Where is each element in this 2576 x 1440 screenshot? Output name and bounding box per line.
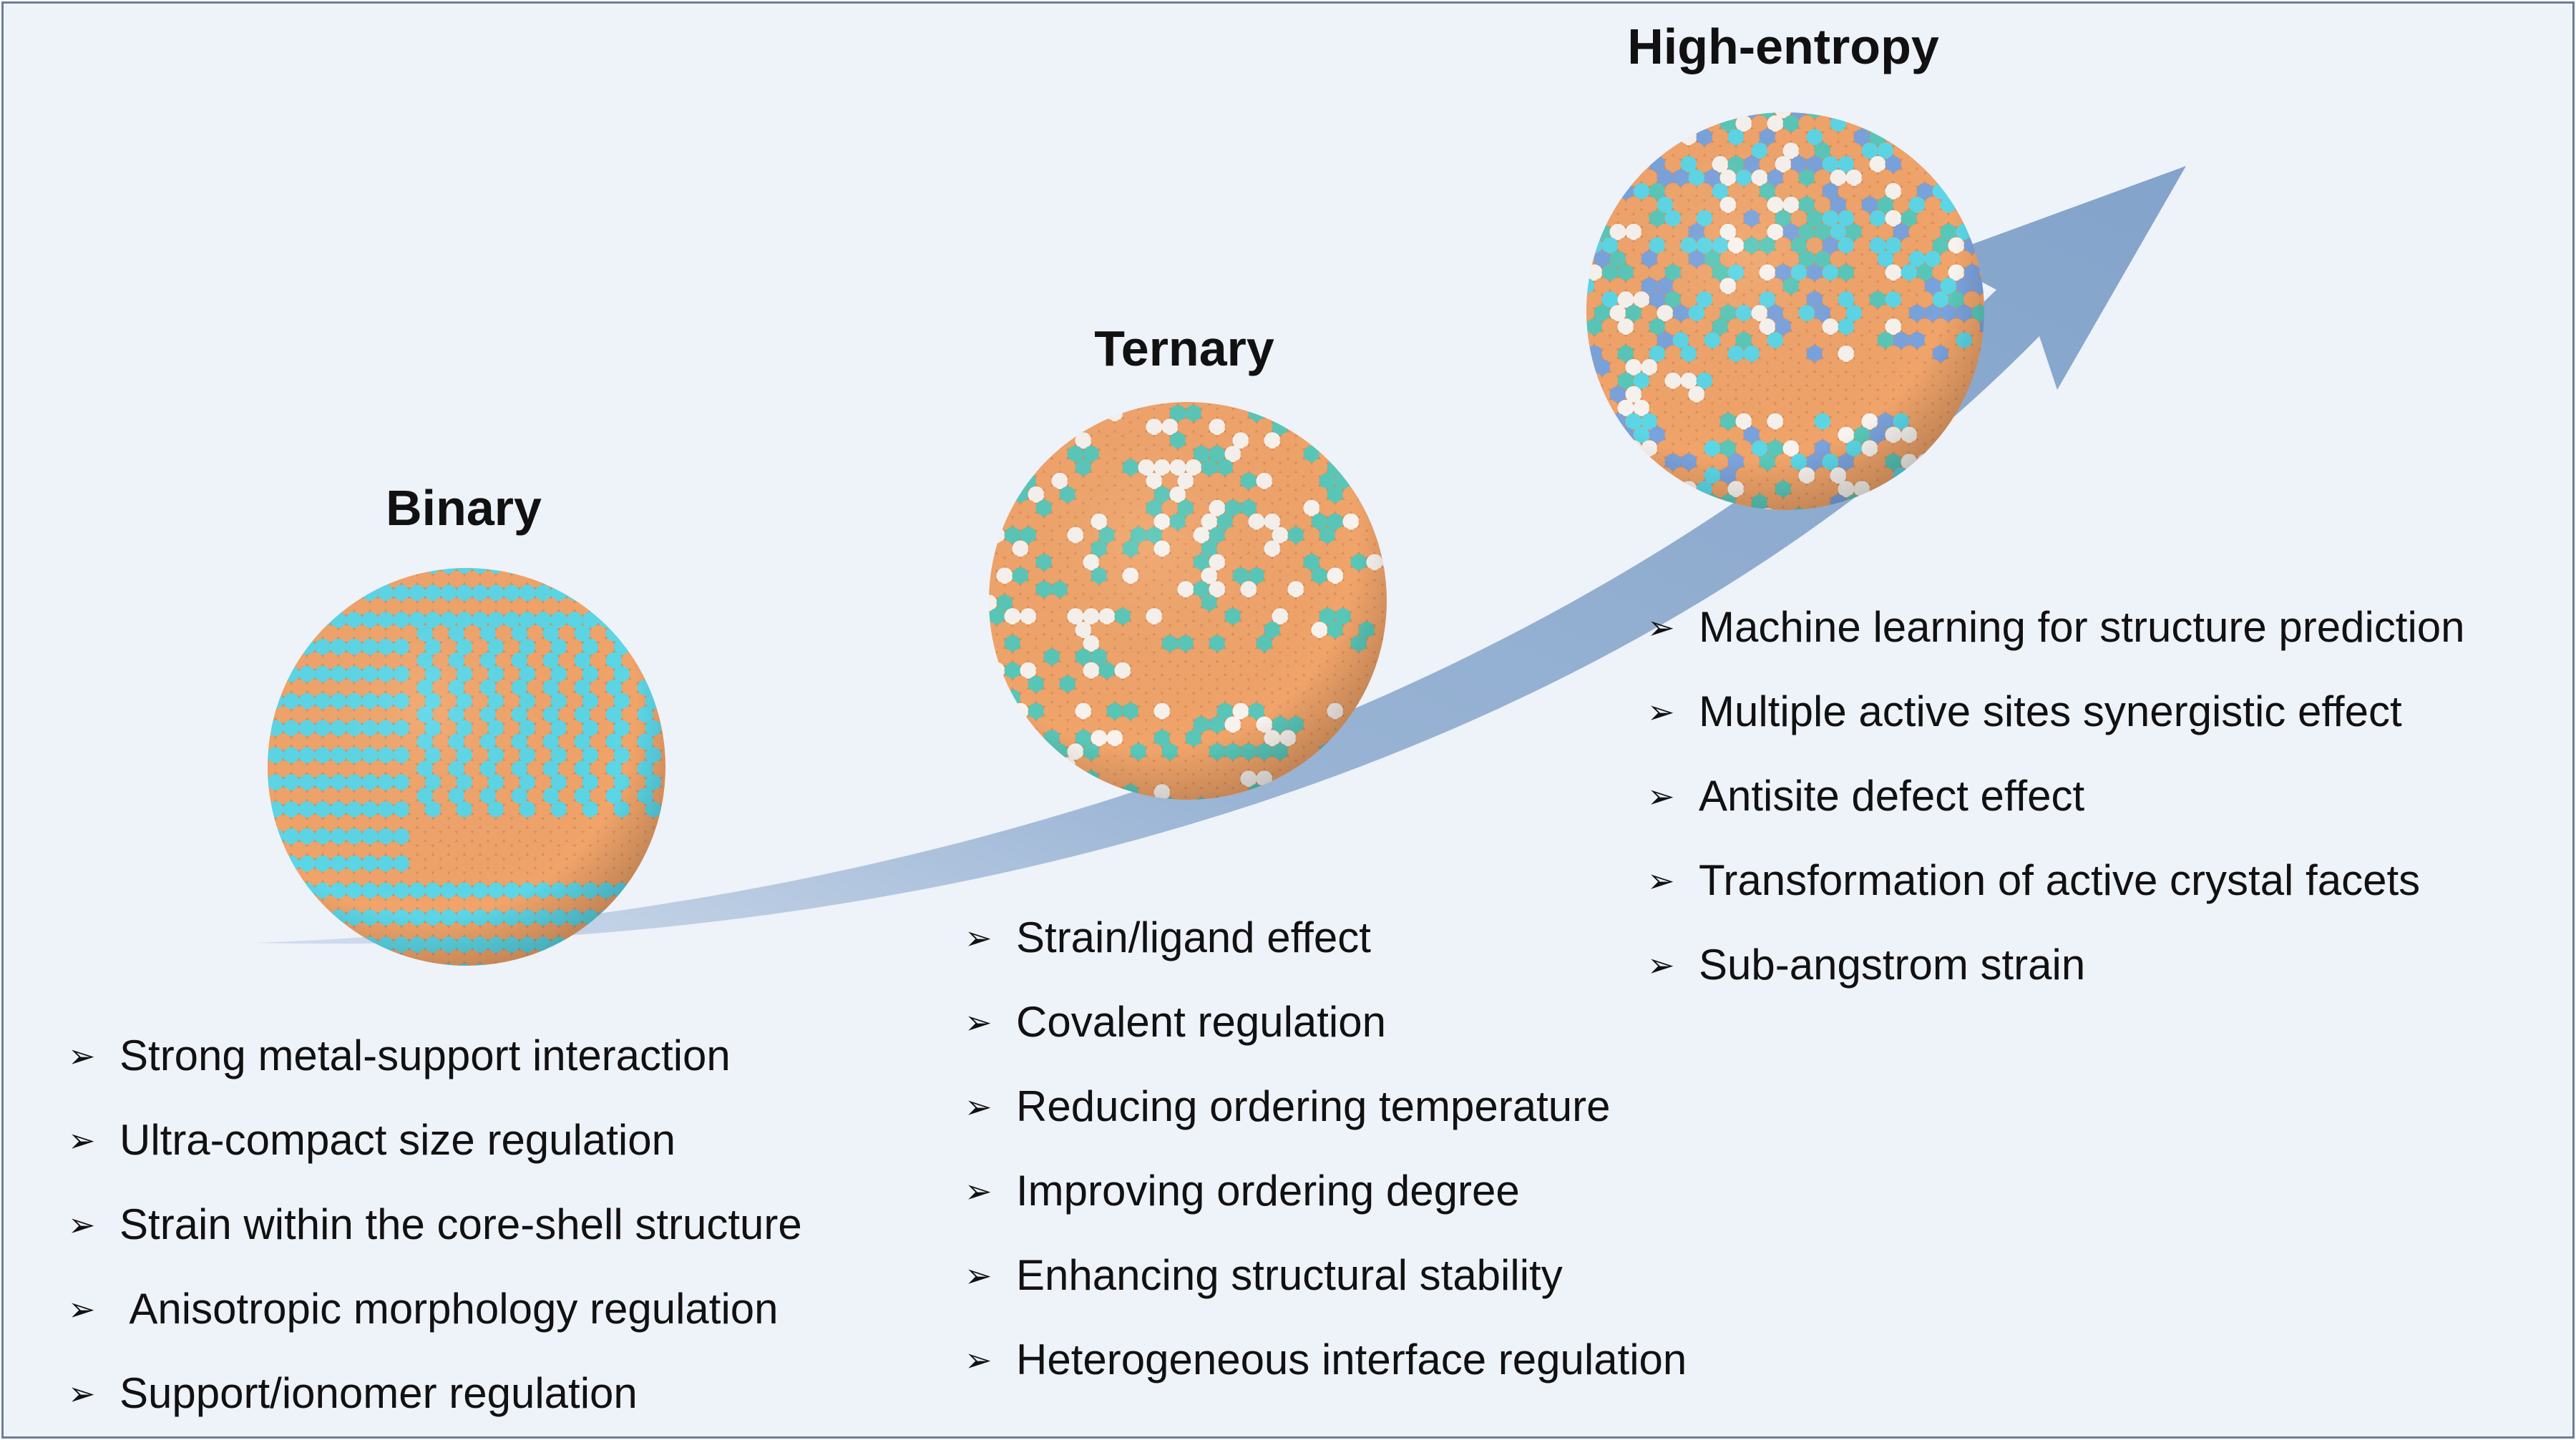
- arrow-bullet-icon: ➢: [1647, 692, 1675, 731]
- ternary-nanoparticle: [989, 402, 1387, 800]
- arrow-bullet-icon: ➢: [1647, 946, 1675, 984]
- stage-title-binary: Binary: [386, 480, 542, 536]
- arrow-bullet-icon: ➢: [965, 1256, 992, 1295]
- arrow-bullet-icon: ➢: [68, 1374, 96, 1413]
- arrow-bullet-icon: ➢: [1647, 608, 1675, 647]
- arrow-bullet-icon: ➢: [68, 1037, 96, 1075]
- arrow-bullet-icon: ➢: [68, 1205, 96, 1244]
- arrow-bullet-icon: ➢: [965, 1003, 992, 1042]
- binary-nanoparticle: [268, 568, 665, 966]
- stage-title-high-entropy: High-entropy: [1627, 19, 1939, 74]
- high-entropy-nanoparticle: [1586, 112, 1984, 510]
- arrow-bullet-icon: ➢: [965, 1172, 992, 1210]
- arrow-bullet-icon: ➢: [68, 1121, 96, 1160]
- arrow-bullet-icon: ➢: [965, 1087, 992, 1126]
- arrow-bullet-icon: ➢: [965, 1341, 992, 1379]
- arrow-bullet-icon: ➢: [1647, 777, 1675, 815]
- arrow-bullet-icon: ➢: [68, 1290, 96, 1328]
- arrow-bullet-icon: ➢: [965, 919, 992, 957]
- arrow-bullet-icon: ➢: [1647, 861, 1675, 900]
- stage-title-ternary: Ternary: [1094, 320, 1274, 376]
